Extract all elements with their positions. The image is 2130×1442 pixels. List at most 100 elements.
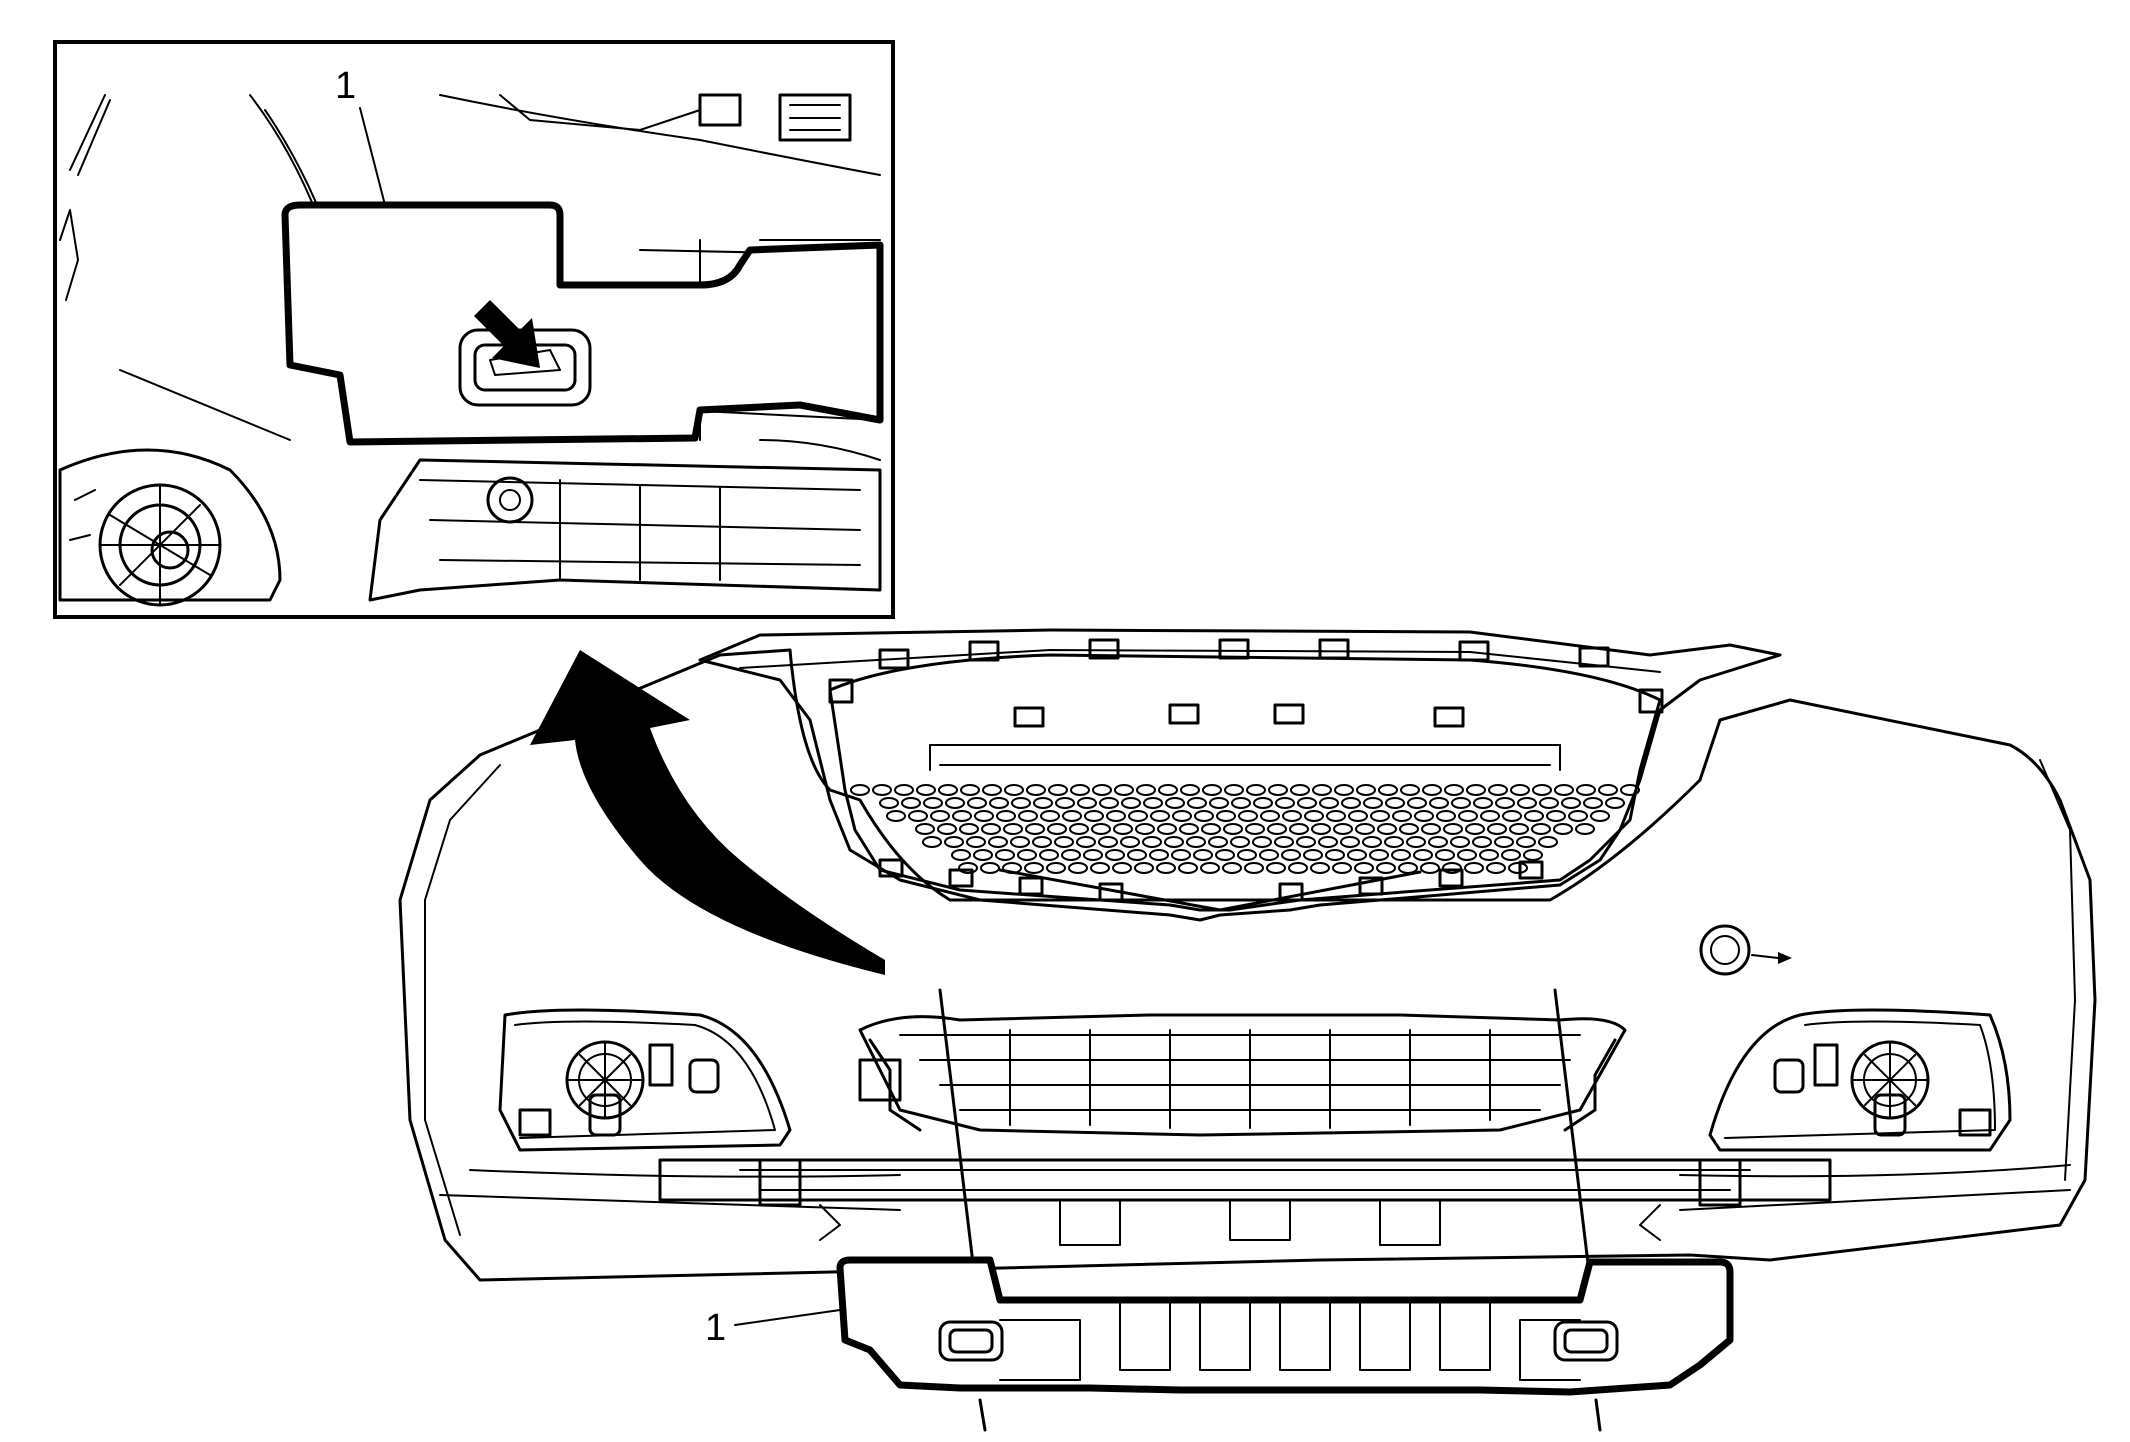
mesh-cell (1414, 810, 1434, 822)
mesh-cell (1180, 784, 1200, 796)
front-bumper (398, 628, 2097, 1282)
mesh-cell (996, 810, 1016, 822)
mesh-cell (1266, 862, 1286, 874)
mesh-cell (1406, 836, 1426, 848)
mesh-cell (1018, 810, 1038, 822)
mesh-cell (1488, 784, 1508, 796)
mesh-cell (1209, 797, 1229, 809)
mesh-cell (1486, 862, 1506, 874)
mesh-cell (1421, 823, 1441, 835)
mesh-cell (1120, 836, 1140, 848)
mesh-cell (1201, 823, 1221, 835)
mesh-cell (886, 810, 906, 822)
mesh-cell (958, 862, 978, 874)
mesh-cell (1157, 823, 1177, 835)
mesh-cell (1178, 862, 1198, 874)
mesh-cell (1472, 836, 1492, 848)
mesh-cell (938, 784, 958, 796)
mesh-cell (951, 849, 971, 861)
mesh-cell (1238, 810, 1258, 822)
lower-grille (858, 1013, 1627, 1137)
mesh-cell (1332, 862, 1352, 874)
mesh-cell (988, 836, 1008, 848)
mesh-cell (952, 810, 972, 822)
mesh-cell (1392, 810, 1412, 822)
mesh-cell (1222, 862, 1242, 874)
grille-clips-top (828, 638, 1664, 728)
mesh-cell (1509, 823, 1529, 835)
mesh-cell (1275, 797, 1295, 809)
removal-arrow-icon (530, 650, 885, 975)
lower-lip (658, 1158, 1832, 1246)
mesh-cell (1553, 823, 1573, 835)
mesh-cell (1583, 797, 1603, 809)
mesh-cell (959, 823, 979, 835)
mesh-cell (1224, 784, 1244, 796)
mesh-cell (1420, 862, 1440, 874)
mesh-cell (1508, 862, 1528, 874)
mesh-cell (1268, 784, 1288, 796)
mesh-cell (945, 797, 965, 809)
mesh-cell (1451, 797, 1471, 809)
mesh-cell (930, 810, 950, 822)
left-fog-lamp (498, 1008, 792, 1152)
mesh-cell (1121, 797, 1141, 809)
mesh-cell (1370, 810, 1390, 822)
bumper-fascia (398, 648, 2097, 1282)
mesh-cell (1429, 797, 1449, 809)
mesh-cell (1501, 849, 1521, 861)
mesh-cell (1428, 836, 1448, 848)
mesh-cell (1252, 836, 1272, 848)
mesh-cell (1303, 849, 1323, 861)
mesh-cell (989, 797, 1009, 809)
mesh-cell (1546, 810, 1566, 822)
mesh-cell (1134, 862, 1154, 874)
mesh-cell (1480, 810, 1500, 822)
mesh-cell (1246, 784, 1266, 796)
mesh-cell (1377, 823, 1397, 835)
mesh-cell (1458, 810, 1478, 822)
main-callout-label: 1 (705, 1307, 726, 1349)
mesh-cell (1347, 849, 1367, 861)
mesh-cell (1010, 836, 1030, 848)
mesh-cell (1354, 862, 1374, 874)
mesh-cell (1062, 810, 1082, 822)
mesh-cell (1487, 823, 1507, 835)
mesh-cell (1605, 797, 1625, 809)
mesh-cell (1318, 836, 1338, 848)
mesh-cell (960, 784, 980, 796)
inset-fog-lamp (58, 448, 282, 607)
mesh-cell (1143, 797, 1163, 809)
mesh-cell (1032, 836, 1052, 848)
mesh-cell (1099, 797, 1119, 809)
mesh-cell (923, 797, 943, 809)
mesh-cell (1290, 784, 1310, 796)
mesh-cell (982, 784, 1002, 796)
mesh-cell (872, 784, 892, 796)
mesh-cell (1054, 836, 1074, 848)
mesh-cell (1479, 849, 1499, 861)
mesh-cell (1090, 862, 1110, 874)
main-callout-leader (734, 1309, 841, 1326)
mesh-cell (1149, 849, 1169, 861)
mesh-cell (908, 810, 928, 822)
mesh-cell (1523, 849, 1543, 861)
mesh-cell (937, 823, 957, 835)
mesh-cell (1150, 810, 1170, 822)
mesh-cell (1457, 849, 1477, 861)
mesh-cell (1026, 784, 1046, 796)
inset-deflector-panel (281, 201, 884, 446)
mesh-cell (1200, 862, 1220, 874)
left-guide-line (938, 988, 977, 1282)
detail-callout-label: 1 (335, 65, 356, 107)
mesh-cell (1340, 836, 1360, 848)
mesh-cell (1326, 810, 1346, 822)
mesh-cell (1413, 849, 1433, 861)
mesh-cell (1510, 784, 1530, 796)
mesh-cell (1223, 823, 1243, 835)
mesh-cell (1281, 849, 1301, 861)
mesh-cell (1297, 797, 1317, 809)
right-guide-line (1553, 988, 1592, 1282)
inset-background-structure (59, 93, 881, 461)
mesh-cell (1450, 836, 1470, 848)
